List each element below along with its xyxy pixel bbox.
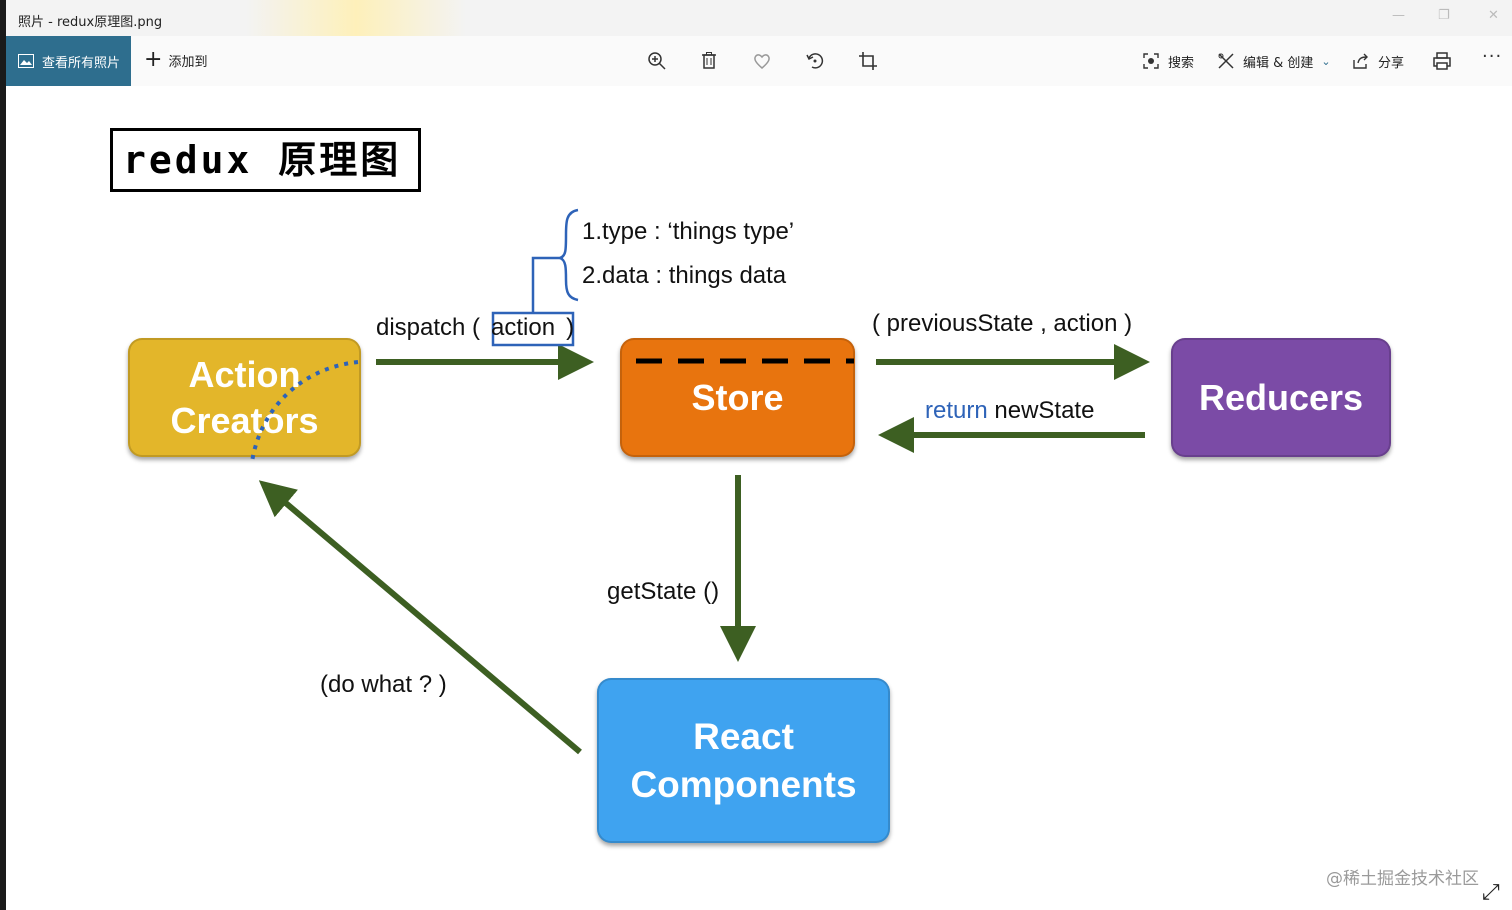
get-state-label: getState () <box>607 578 720 605</box>
chevron-down-icon: ⌄ <box>1321 54 1331 68</box>
data-line-label: 2.data : things data <box>582 262 787 289</box>
all-photos-label: 查看所有照片 <box>42 55 121 71</box>
picture-icon <box>18 54 34 68</box>
window-title: 照片 - redux原理图.png <box>18 15 163 30</box>
diagram-title: redux 原理图 <box>110 128 421 192</box>
all-photos-button[interactable]: 查看所有照片 <box>6 36 131 86</box>
zoom-in-icon[interactable] <box>646 50 668 72</box>
crop-icon[interactable] <box>857 50 879 72</box>
dispatch-label: dispatch (action) <box>376 314 575 341</box>
return-new-state-label: return newState <box>925 397 1095 424</box>
do-what-label: (do what ? ) <box>320 671 447 698</box>
close-icon[interactable]: ✕ <box>1488 8 1499 23</box>
type-line-label: 1.type : ‘things type’ <box>582 218 795 245</box>
search-label: 搜索 <box>1168 55 1195 71</box>
previous-state-label: ( previousState , action ) <box>872 310 1133 337</box>
toolbar: 查看所有照片 + 添加到 搜索 编辑 & 创建 ⌄ 分享 ··· <box>6 36 1512 86</box>
plus-icon: + <box>144 47 163 72</box>
share-button[interactable]: 分享 <box>1352 50 1404 72</box>
delete-icon[interactable] <box>698 50 720 72</box>
reducers-box: Reducers <box>1171 338 1391 457</box>
bracket-connector <box>531 256 563 313</box>
minimize-icon[interactable]: — <box>1392 8 1405 23</box>
left-edge <box>0 0 6 910</box>
rotate-icon[interactable] <box>804 50 826 72</box>
search-button[interactable]: 搜索 <box>1142 50 1194 72</box>
share-icon <box>1353 53 1368 69</box>
share-label: 分享 <box>1378 55 1405 71</box>
more-icon[interactable]: ··· <box>1482 46 1503 67</box>
expand-icon[interactable]: ⤢ <box>1482 880 1500 905</box>
title-bar: 照片 - redux原理图.png — ❐ ✕ <box>6 0 1512 36</box>
search-icon <box>1143 53 1159 69</box>
watermark: @稀土掘金技术社区 <box>1326 869 1479 889</box>
edit-create-button[interactable]: 编辑 & 创建 ⌄ <box>1217 50 1331 72</box>
print-icon[interactable] <box>1431 50 1453 72</box>
heart-icon[interactable] <box>751 50 773 72</box>
restore-icon[interactable]: ❐ <box>1438 8 1450 23</box>
react-components-box: React Components <box>597 678 890 843</box>
add-to-label: 添加到 <box>168 54 208 70</box>
action-creators-box: Action Creators <box>128 338 361 457</box>
edit-create-label: 编辑 & 创建 <box>1243 55 1314 71</box>
add-to-button[interactable]: + 添加到 <box>144 49 207 71</box>
edit-icon <box>1218 53 1234 69</box>
curly-brace <box>556 208 579 302</box>
do-what-arrow <box>258 480 582 755</box>
store-box: Store <box>620 338 855 457</box>
dotted-arc <box>250 360 359 463</box>
